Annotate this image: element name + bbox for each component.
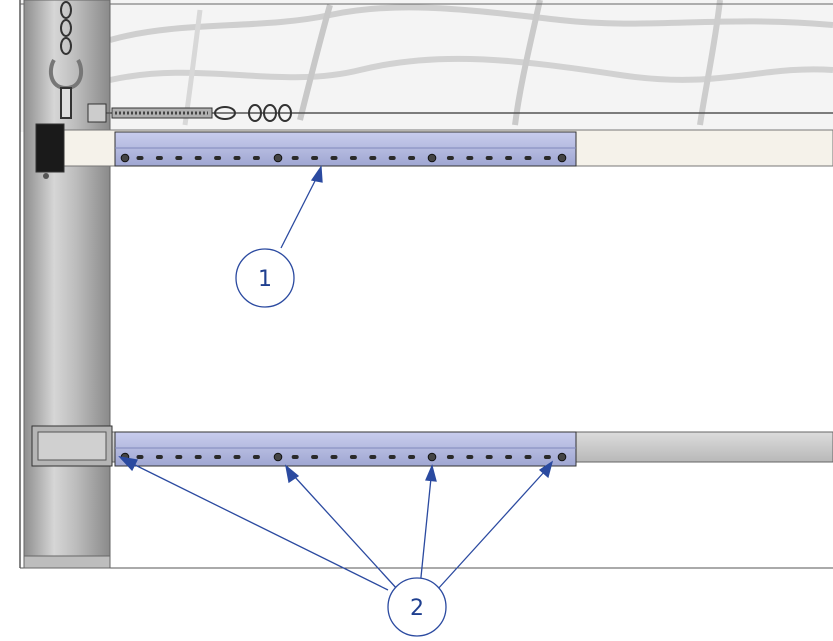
slot-hole: [505, 156, 513, 160]
arrowhead-2d: [538, 460, 554, 479]
slot-hole: [291, 455, 299, 459]
lower-rail-holes: [120, 452, 567, 462]
slot-hole: [446, 455, 454, 459]
leader-line-2b: [293, 475, 399, 591]
arrowhead-2a: [118, 456, 138, 472]
bolt: [427, 153, 437, 163]
callout-1-label: 1: [258, 267, 272, 292]
leader-line-2d: [436, 470, 546, 591]
turnbuckle-cable: [87, 103, 833, 123]
slot-hole: [505, 455, 513, 459]
slot-hole: [194, 455, 202, 459]
slot-hole: [369, 156, 377, 160]
leader-line-2c: [419, 477, 432, 588]
arrowhead-2c: [425, 464, 437, 482]
slot-hole: [136, 156, 144, 160]
chain-shackle: [48, 1, 84, 119]
bolt: [427, 452, 437, 462]
slot-hole: [214, 156, 222, 160]
slot-hole: [155, 156, 163, 160]
slot-hole: [388, 455, 396, 459]
slot-hole: [233, 455, 241, 459]
slot-hole: [252, 156, 260, 160]
slot-hole: [136, 455, 144, 459]
arrowhead-2b: [285, 464, 300, 484]
slot-hole: [388, 156, 396, 160]
leader-line-2a: [130, 462, 389, 591]
slot-hole: [408, 156, 416, 160]
slot-hole: [524, 156, 532, 160]
bolt: [557, 153, 567, 163]
slot-hole: [155, 455, 163, 459]
arrowhead-1: [310, 165, 323, 183]
slot-hole: [543, 455, 551, 459]
slot-hole: [543, 156, 551, 160]
slot-hole: [175, 455, 183, 459]
slot-hole: [369, 455, 377, 459]
slot-hole: [311, 455, 319, 459]
slot-hole: [446, 156, 454, 160]
upper-rail: [114, 131, 577, 167]
callout-2-label: 2: [410, 596, 424, 621]
slot-hole: [524, 455, 532, 459]
bolt: [273, 153, 283, 163]
slot-hole: [466, 455, 474, 459]
bolt: [120, 153, 130, 163]
slot-hole: [175, 156, 183, 160]
slot-hole: [408, 455, 416, 459]
slot-hole: [466, 156, 474, 160]
slot-hole: [194, 156, 202, 160]
callout-2: 2: [387, 577, 447, 637]
slot-hole: [349, 455, 357, 459]
callout-1: 1: [235, 248, 295, 308]
upper-rail-holes: [120, 153, 567, 163]
slot-hole: [291, 156, 299, 160]
vertical-post: [23, 0, 111, 569]
slot-hole: [330, 455, 338, 459]
bolt: [273, 452, 283, 462]
slot-hole: [311, 156, 319, 160]
slot-hole: [349, 156, 357, 160]
slot-hole: [330, 156, 338, 160]
slot-hole: [214, 455, 222, 459]
leader-line-1: [280, 176, 318, 249]
bolt: [557, 452, 567, 462]
slot-hole: [485, 156, 493, 160]
slot-hole: [233, 156, 241, 160]
slot-hole: [485, 455, 493, 459]
lower-rail: [114, 431, 577, 467]
slot-hole: [252, 455, 260, 459]
leader-lines: [118, 165, 554, 591]
